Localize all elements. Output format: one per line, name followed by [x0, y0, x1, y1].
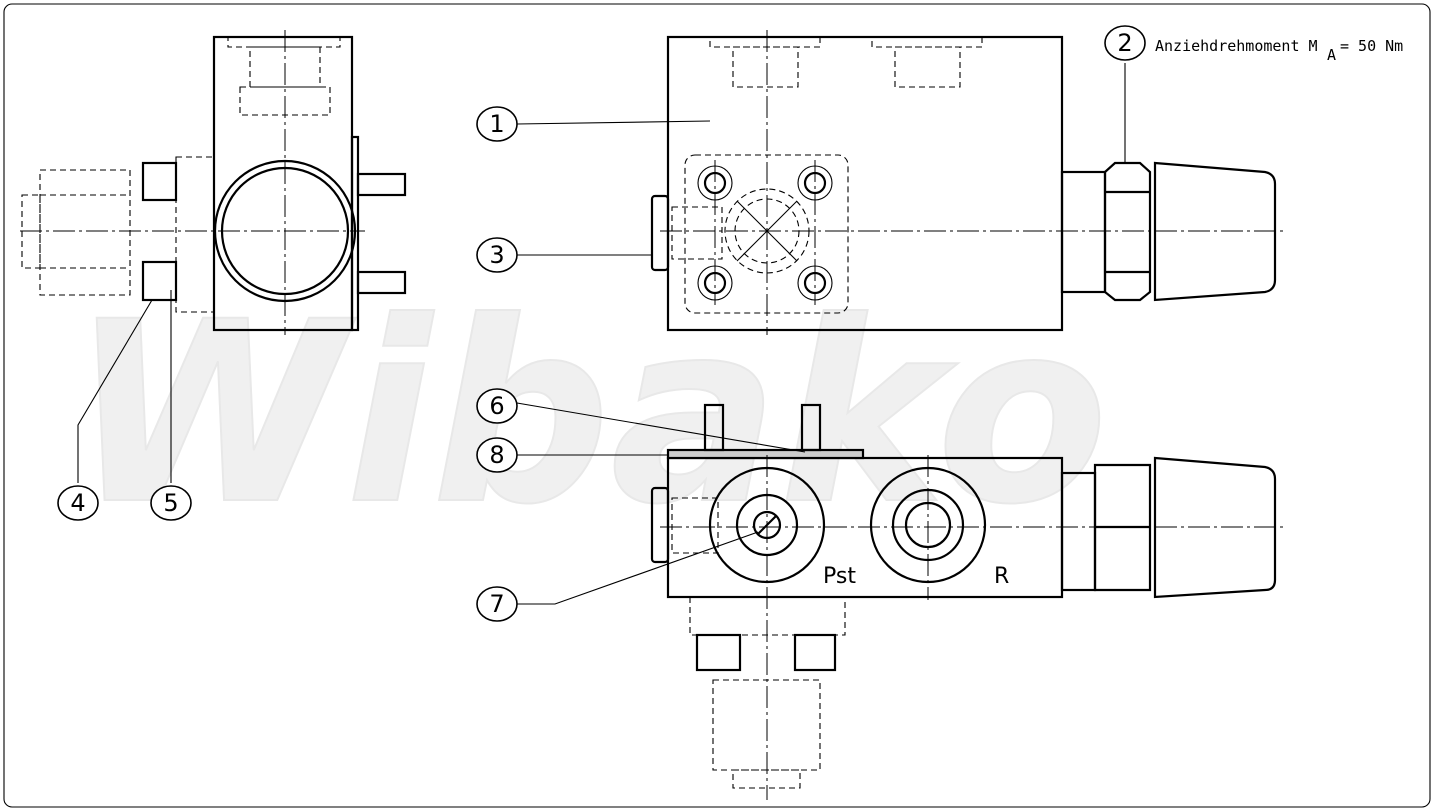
- balloon-3: 3: [476, 237, 518, 273]
- port-label-r: R: [994, 564, 1009, 589]
- svg-text:7: 7: [489, 590, 504, 618]
- watermark: Wibako: [70, 268, 1108, 559]
- balloon-5: 5: [150, 485, 192, 521]
- svg-text:8: 8: [489, 441, 504, 469]
- svg-text:2: 2: [1117, 29, 1132, 57]
- svg-text:Anziehdrehmoment M: Anziehdrehmoment M: [1155, 37, 1318, 55]
- balloon-2: 2: [1104, 25, 1146, 61]
- balloon-7: 7: [476, 586, 518, 622]
- svg-text:= 50 Nm: = 50 Nm: [1340, 37, 1403, 55]
- svg-text:3: 3: [489, 241, 504, 269]
- top-view: [650, 30, 1285, 335]
- torque-annotation: Anziehdrehmoment M A = 50 Nm: [1155, 37, 1403, 64]
- front-view: Pst R: [650, 403, 1285, 800]
- balloon-6: 6: [476, 388, 518, 424]
- svg-text:4: 4: [70, 489, 85, 517]
- balloon-4: 4: [57, 485, 99, 521]
- svg-text:5: 5: [163, 489, 178, 517]
- svg-text:6: 6: [489, 392, 504, 420]
- side-view: [20, 30, 407, 335]
- balloon-1: 1: [476, 106, 518, 142]
- svg-text:A: A: [1327, 46, 1336, 64]
- balloon-8: 8: [476, 437, 518, 473]
- leader-lines: [77, 63, 1126, 605]
- drawing-border: [3, 3, 1431, 808]
- svg-text:1: 1: [489, 110, 504, 138]
- port-label-pst: Pst: [823, 564, 856, 589]
